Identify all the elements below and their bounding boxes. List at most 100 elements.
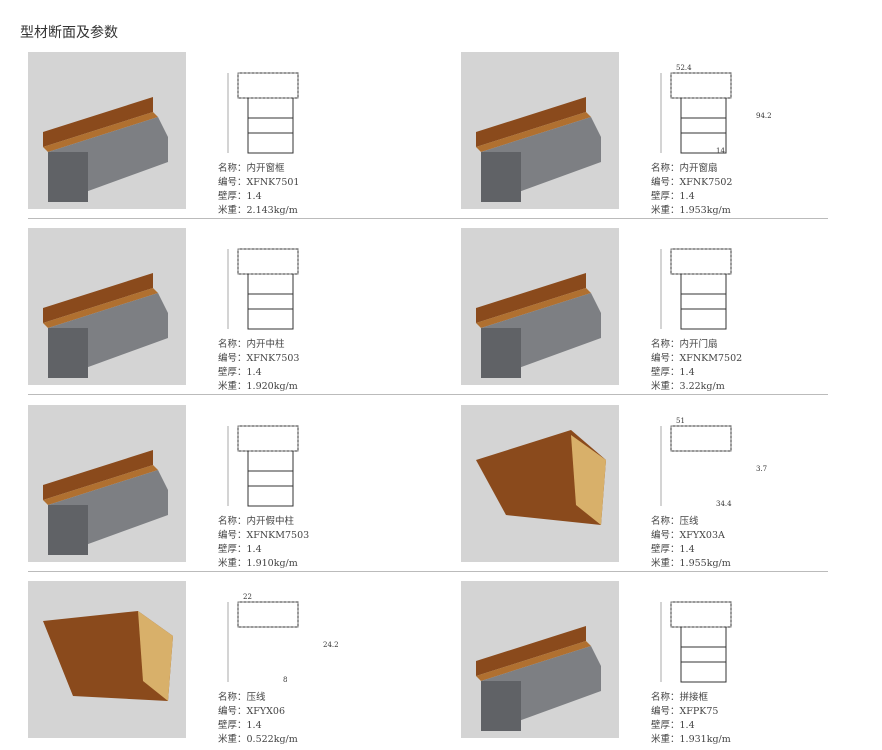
spec-value: 1.4 bbox=[246, 544, 262, 555]
spec-value: XFNK7502 bbox=[679, 177, 733, 188]
spec-name: 名称：拼接框 bbox=[651, 691, 731, 705]
spec-label: 编号： bbox=[651, 530, 680, 541]
spec-value: XFYX06 bbox=[246, 706, 285, 717]
spec-name: 名称：内开中柱 bbox=[218, 338, 299, 352]
spec-value: 内开中柱 bbox=[246, 339, 285, 350]
product-photo bbox=[461, 405, 619, 562]
spec-code: 编号：XFNK7501 bbox=[218, 176, 299, 190]
spec-weight: 米重：2.143kg/m bbox=[218, 204, 299, 218]
dimension-label: 34.4 bbox=[716, 500, 732, 508]
spec-name: 名称：压线 bbox=[651, 515, 731, 529]
spec-label: 编号： bbox=[651, 353, 680, 364]
spec-label: 名称： bbox=[651, 692, 680, 703]
dimension-label: 51 bbox=[676, 417, 685, 425]
spec-value: 1.955kg/m bbox=[679, 558, 731, 569]
spec-weight: 米重：1.910kg/m bbox=[218, 557, 309, 571]
row-divider bbox=[28, 218, 828, 219]
spec-weight: 米重：3.22kg/m bbox=[651, 380, 742, 394]
spec-value: 1.4 bbox=[679, 191, 695, 202]
spec-thickness: 壁厚：1.4 bbox=[218, 366, 299, 380]
spec-value: 内开窗框 bbox=[246, 163, 285, 174]
spec-value: 1.910kg/m bbox=[246, 558, 298, 569]
spec-label: 编号： bbox=[218, 530, 247, 541]
spec-value: 1.4 bbox=[679, 544, 695, 555]
dimension-label: 14 bbox=[716, 147, 725, 155]
spec-label: 壁厚： bbox=[651, 544, 680, 555]
spec-value: 拼接框 bbox=[679, 692, 709, 703]
spec-label: 名称： bbox=[651, 339, 680, 350]
spec-value: 压线 bbox=[679, 516, 699, 527]
spec-thickness: 壁厚：1.4 bbox=[651, 190, 732, 204]
spec-name: 名称：内开门扇 bbox=[651, 338, 742, 352]
spec-value: 压线 bbox=[246, 692, 266, 703]
spec-value: 内开门扇 bbox=[679, 339, 718, 350]
spec-label: 名称： bbox=[651, 516, 680, 527]
dimension-label: 24.2 bbox=[323, 641, 339, 649]
spec-value: 0.522kg/m bbox=[246, 734, 298, 745]
spec-label: 壁厚： bbox=[218, 720, 247, 731]
spec-label: 米重： bbox=[218, 381, 247, 392]
cross-section-diagram bbox=[227, 72, 299, 154]
spec-value: 内开假中柱 bbox=[246, 516, 295, 527]
spec-label: 编号： bbox=[218, 177, 247, 188]
spec-code: 编号：XFYX06 bbox=[218, 705, 298, 719]
dimension-label: 8 bbox=[283, 676, 287, 684]
row-divider bbox=[28, 571, 828, 572]
spec-weight: 米重：1.953kg/m bbox=[651, 204, 732, 218]
spec-label: 米重： bbox=[651, 558, 680, 569]
product-photo bbox=[28, 52, 186, 209]
spec-value: 1.4 bbox=[246, 367, 262, 378]
spec-name: 名称：内开假中柱 bbox=[218, 515, 309, 529]
spec-value: XFPK75 bbox=[679, 706, 719, 717]
spec-label: 米重： bbox=[218, 558, 247, 569]
spec-thickness: 壁厚：1.4 bbox=[651, 366, 742, 380]
spec-label: 米重： bbox=[651, 734, 680, 745]
spec-value: 1.920kg/m bbox=[246, 381, 298, 392]
spec-name: 名称：内开窗扇 bbox=[651, 162, 732, 176]
spec-thickness: 壁厚：1.4 bbox=[218, 719, 298, 733]
cross-section-diagram bbox=[660, 248, 732, 330]
spec-thickness: 壁厚：1.4 bbox=[651, 543, 731, 557]
spec-label: 米重： bbox=[651, 381, 680, 392]
spec-thickness: 壁厚：1.4 bbox=[218, 190, 299, 204]
product-photo bbox=[461, 52, 619, 209]
product-photo bbox=[28, 405, 186, 562]
spec-value: XFNK7503 bbox=[246, 353, 300, 364]
spec-label: 名称： bbox=[218, 516, 247, 527]
spec-code: 编号：XFYX03A bbox=[651, 529, 731, 543]
spec-label: 编号： bbox=[651, 706, 680, 717]
spec-label: 壁厚： bbox=[651, 367, 680, 378]
spec-value: XFNKM7502 bbox=[679, 353, 743, 364]
spec-value: 1.4 bbox=[679, 720, 695, 731]
dimension-label: 22 bbox=[243, 593, 252, 601]
page-title: 型材断面及参数 bbox=[20, 25, 118, 41]
spec-code: 编号：XFNK7503 bbox=[218, 352, 299, 366]
dimension-label: 3.7 bbox=[756, 465, 767, 473]
spec-thickness: 壁厚：1.4 bbox=[218, 543, 309, 557]
spec-weight: 米重：1.920kg/m bbox=[218, 380, 299, 394]
spec-value: XFNK7501 bbox=[246, 177, 300, 188]
spec-name: 名称：内开窗框 bbox=[218, 162, 299, 176]
spec-label: 米重： bbox=[651, 205, 680, 216]
spec-label: 名称： bbox=[218, 692, 247, 703]
spec-label: 米重： bbox=[218, 205, 247, 216]
spec-value: 1.4 bbox=[246, 720, 262, 731]
spec-weight: 米重：1.931kg/m bbox=[651, 733, 731, 747]
spec-value: XFNKM7503 bbox=[246, 530, 310, 541]
dimension-label: 94.2 bbox=[756, 112, 772, 120]
spec-label: 壁厚： bbox=[218, 544, 247, 555]
spec-value: 1.931kg/m bbox=[679, 734, 731, 745]
spec-label: 名称： bbox=[218, 163, 247, 174]
spec-label: 壁厚： bbox=[651, 720, 680, 731]
